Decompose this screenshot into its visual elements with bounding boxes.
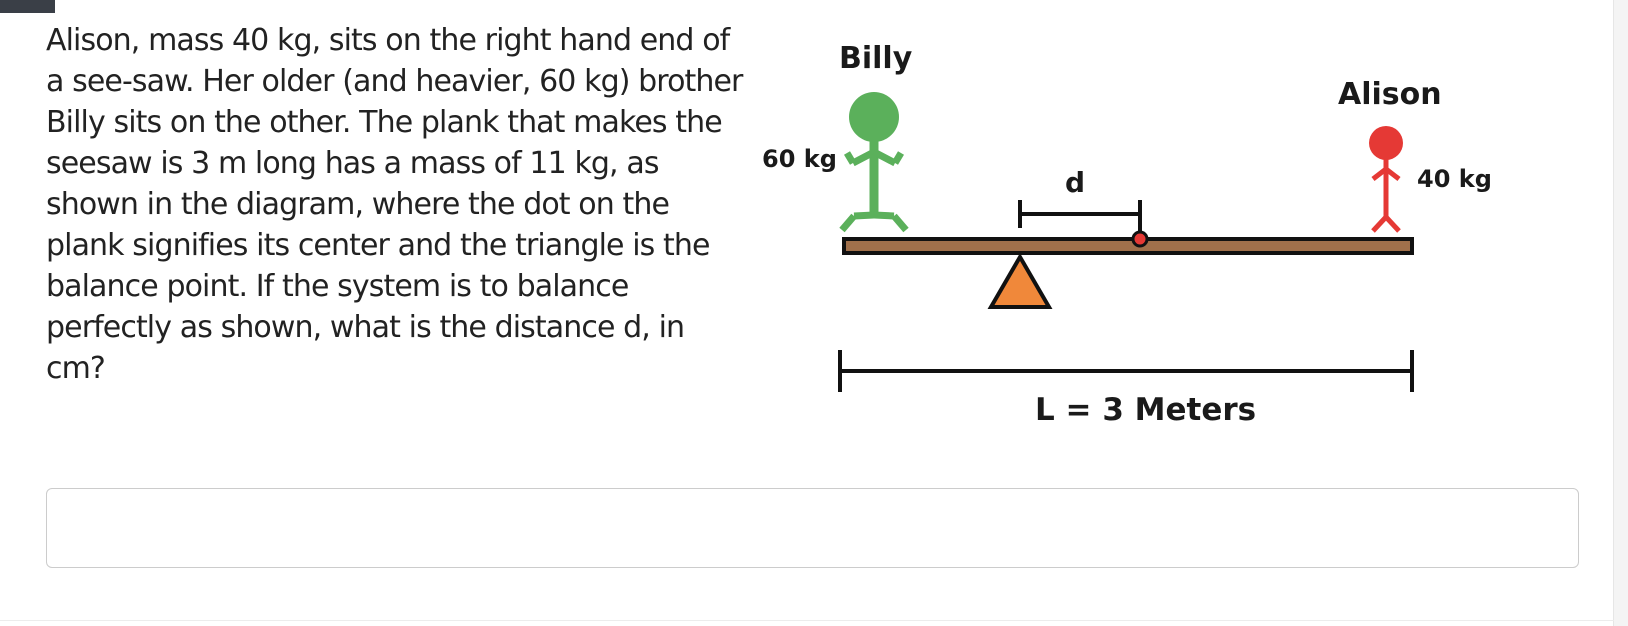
top-left-tab [0, 0, 55, 13]
alison-figure [1369, 126, 1403, 233]
distance-d-bracket [1018, 200, 1142, 234]
billy-name-label: Billy [839, 41, 913, 76]
page-scroll-edge [1613, 0, 1628, 626]
length-bar [838, 350, 1414, 392]
alison-mass-label: 40 kg [1417, 165, 1492, 193]
billy-head [849, 92, 899, 142]
seesaw-plank [842, 237, 1414, 255]
plank-center-dot [1131, 230, 1149, 248]
billy-figure [839, 92, 909, 233]
answer-input[interactable] [46, 488, 1579, 568]
alison-head [1369, 126, 1403, 160]
bottom-divider [0, 620, 1614, 621]
alison-name-label: Alison [1338, 77, 1442, 112]
question-text: Alison, mass 40 kg, sits on the right ha… [46, 23, 743, 386]
seesaw-diagram: Billy 60 kg Alison 40 kg d [762, 41, 1492, 428]
fulcrum-triangle [987, 253, 1053, 309]
length-label: L = 3 Meters [1035, 392, 1256, 428]
billy-mass-label: 60 kg [762, 145, 837, 173]
distance-d-label: d [1065, 166, 1085, 199]
